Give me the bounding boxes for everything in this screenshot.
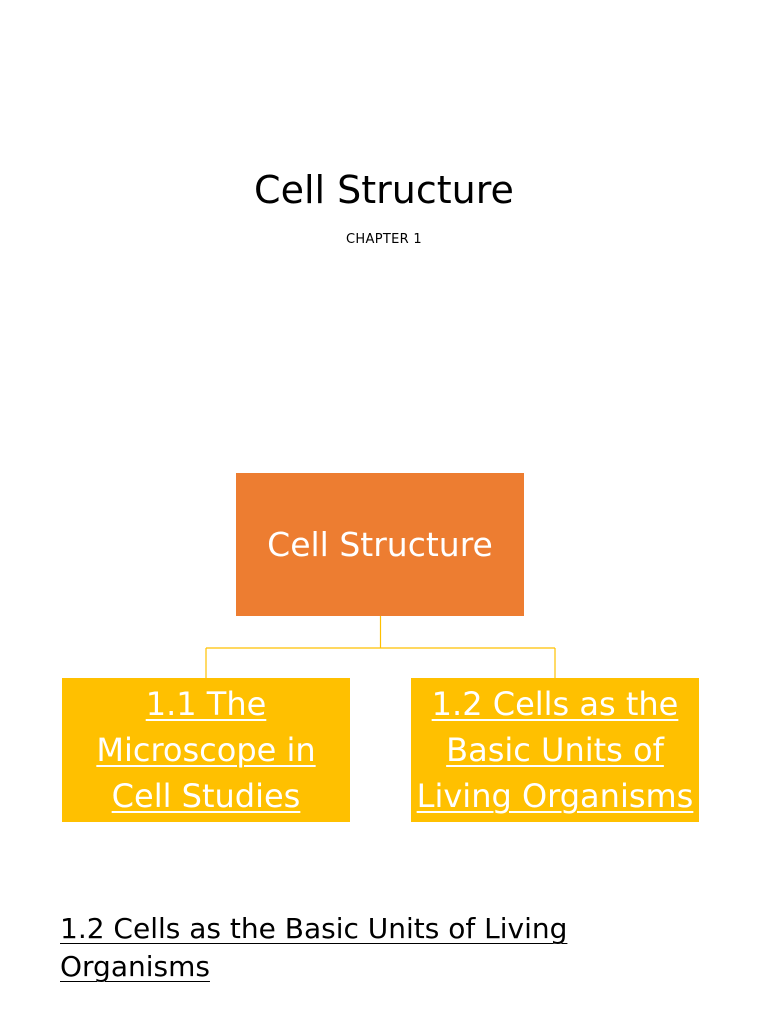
diagram-child-node-2[interactable]: 1.2 Cells as the Basic Units of Living O… xyxy=(411,678,699,822)
diagram-root-node: Cell Structure xyxy=(236,473,524,616)
child-node-link-1[interactable]: 1.1 The Microscope in Cell Studies xyxy=(96,685,316,815)
page-title: Cell Structure xyxy=(254,168,514,212)
root-node-label: Cell Structure xyxy=(267,524,493,564)
section-heading-text: 1.2 Cells as the Basic Units of Living O… xyxy=(60,912,568,983)
child-node-link-2[interactable]: 1.2 Cells as the Basic Units of Living O… xyxy=(416,685,694,815)
section-heading: 1.2 Cells as the Basic Units of Living O… xyxy=(60,910,620,986)
diagram-child-node-1[interactable]: 1.1 The Microscope in Cell Studies xyxy=(62,678,350,822)
chapter-label: CHAPTER 1 xyxy=(346,232,422,247)
